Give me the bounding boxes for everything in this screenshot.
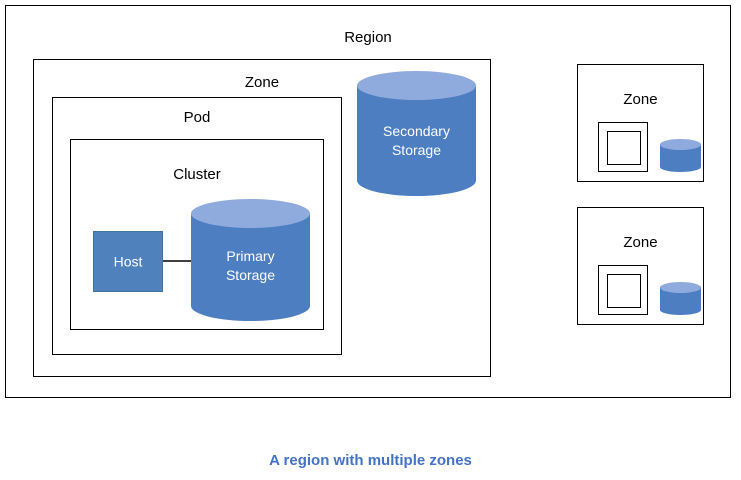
pod-label: Pod (183, 109, 211, 126)
host-to-primary-storage-connector (163, 260, 193, 262)
zone-label-main: Zone (244, 74, 280, 91)
region-box: Region (5, 5, 731, 398)
zone-box-main: Zone (33, 59, 491, 377)
storage-cylinder-secondary-1 (660, 139, 701, 172)
zone-box-secondary-1: Zone (577, 64, 704, 182)
zone-label-secondary-2: Zone (623, 234, 658, 251)
region-label: Region (344, 29, 392, 46)
secondary-storage-label-line2: Storage (391, 142, 442, 158)
host-shape: Host (93, 231, 163, 292)
cluster-box: Cluster (70, 139, 324, 330)
secondary-storage-cylinder: Secondary Storage (357, 71, 476, 196)
secondary-storage-label-line1: Secondary (383, 123, 450, 139)
pod-box: Pod (52, 97, 342, 355)
zone-label-secondary-1: Zone (623, 91, 658, 108)
pod-box-secondary-2 (598, 265, 648, 315)
diagram-caption: A region with multiple zones (269, 452, 472, 469)
host-label: Host (113, 253, 143, 269)
cylinder-top-ellipse (191, 199, 310, 228)
cluster-box-secondary-2 (607, 274, 641, 308)
pod-box-secondary-1 (598, 122, 648, 172)
cylinder-top-ellipse (660, 139, 701, 150)
storage-cylinder-secondary-2 (660, 282, 701, 315)
cluster-label: Cluster (173, 166, 221, 183)
cylinder-body (191, 213, 310, 321)
primary-storage-cylinder: Primary Storage (191, 199, 310, 321)
primary-storage-label-line2: Storage (225, 267, 276, 283)
zone-box-secondary-2: Zone (577, 207, 704, 325)
primary-storage-label-line1: Primary (226, 248, 275, 264)
cylinder-body (357, 85, 476, 196)
cylinder-top-ellipse (357, 71, 476, 100)
cylinder-top-ellipse (660, 282, 701, 293)
cluster-box-secondary-1 (607, 131, 641, 165)
